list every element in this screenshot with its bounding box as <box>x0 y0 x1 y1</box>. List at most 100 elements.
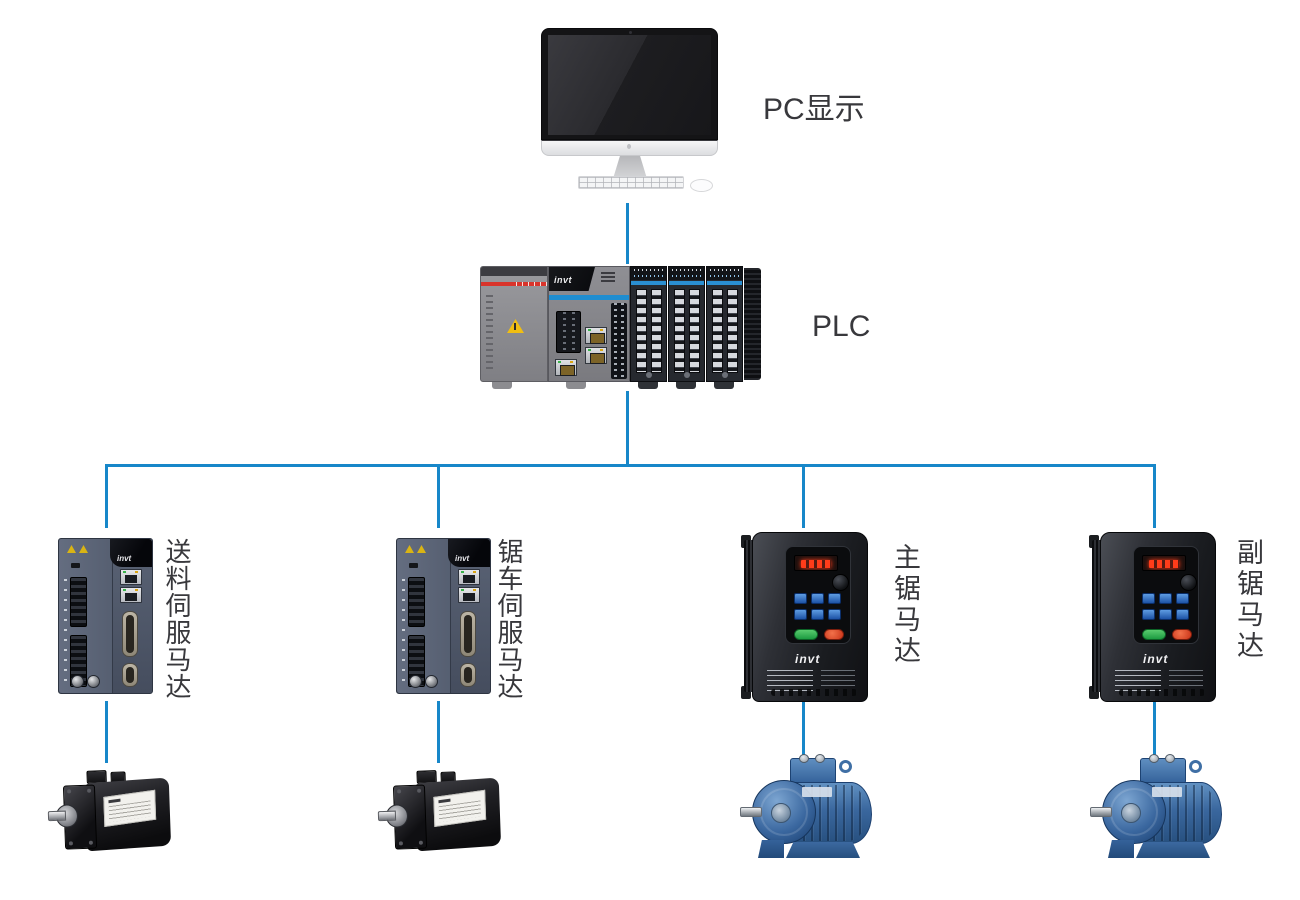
label-plc: PLC <box>812 310 871 343</box>
round-connector-icon <box>87 675 100 688</box>
plc-power-module <box>480 266 548 382</box>
dsub-connector-icon <box>122 663 138 687</box>
ethernet-port-icon <box>585 347 607 364</box>
round-connector-icon <box>409 675 422 688</box>
vent-holes <box>1119 689 1205 696</box>
motor-shaft <box>47 810 67 822</box>
edge-feed-servo-motor <box>105 701 108 763</box>
keypad-button <box>828 593 841 604</box>
seven-segment-display <box>1142 555 1186 571</box>
motor-nameplate <box>802 787 832 797</box>
plc-terminal-column <box>611 303 627 379</box>
edge-aux-saw-motor <box>1153 701 1156 763</box>
warning-label <box>767 670 813 692</box>
ethernet-port-icon <box>120 587 142 603</box>
io-terminal-column <box>712 289 723 373</box>
io-screw <box>684 372 690 378</box>
motor-foot <box>786 842 860 858</box>
motor-foot <box>758 840 784 858</box>
io-led-strip <box>631 267 666 280</box>
plc-brand-panel: invt <box>549 267 595 291</box>
edge-saw-servo-motor <box>437 701 440 763</box>
label-pc: PC显示 <box>763 93 865 126</box>
monitor-logo-dot <box>627 144 631 149</box>
plc-top-markings <box>601 272 615 282</box>
plc-power-top-strip <box>481 267 547 276</box>
vfd-keypad <box>1133 546 1199 644</box>
plc-brand-text: invt <box>554 275 573 285</box>
dsub-connector-icon <box>122 611 138 657</box>
warning-triangle-icon <box>417 545 426 553</box>
cable-gland-icon <box>1165 754 1175 763</box>
monitor-bezel <box>541 28 718 140</box>
pc-illustration <box>541 28 721 194</box>
vfd-body: invt <box>1100 532 1216 702</box>
keypad-button <box>1142 609 1155 620</box>
io-blue-stripe <box>631 281 666 285</box>
warning-exclamation <box>514 323 516 330</box>
servo-brand-panel: invt <box>448 539 490 567</box>
edge-bus-feed-servo <box>105 464 108 528</box>
io-terminal-column <box>727 289 738 373</box>
vfd-body: invt <box>752 532 868 702</box>
io-terminal-column <box>651 289 662 373</box>
ethernet-port-icon <box>120 569 142 585</box>
jog-knob-icon <box>832 574 849 591</box>
edge-plc-bus <box>626 391 629 467</box>
ethernet-port-icon <box>458 587 480 603</box>
servo-brand-text: invt <box>455 554 470 563</box>
status-led <box>409 563 418 568</box>
run-button <box>1142 629 1166 640</box>
io-blue-stripe <box>707 281 742 285</box>
ethernet-port-icon <box>458 569 480 585</box>
spec-label <box>821 670 855 688</box>
keyboard <box>578 176 684 189</box>
warning-label <box>1115 670 1161 692</box>
motor-shaft <box>1090 807 1112 817</box>
io-led-dots <box>710 269 739 278</box>
ethernet-port-icon <box>555 359 577 376</box>
round-connector-icon <box>425 675 438 688</box>
keypad-button <box>811 593 824 604</box>
plc-io-connector-block <box>556 311 581 353</box>
io-led-dots <box>672 269 701 278</box>
warning-triangle-icon <box>405 545 414 553</box>
label-feed-servo: 送料伺服马达 <box>162 538 192 700</box>
plc-illustration: invt <box>480 264 763 392</box>
monitor-screen <box>548 35 711 135</box>
io-led-strip <box>669 267 704 280</box>
motor-shaft <box>377 810 397 822</box>
keypad-button <box>811 609 824 620</box>
plc-vent-slots <box>486 295 493 369</box>
dsub-connector-icon <box>460 663 476 687</box>
plc-io-module-1 <box>630 266 667 382</box>
label-aux-saw: 副锯马达 <box>1233 538 1263 662</box>
induction-motor-illustration <box>740 754 880 866</box>
io-screw <box>722 372 728 378</box>
keypad-button <box>1159 593 1172 604</box>
vfd-brand-text: invt <box>1143 652 1169 666</box>
label-saw-servo: 锯车伺服马达 <box>494 538 524 700</box>
io-blue-stripe <box>669 281 704 285</box>
keypad-button <box>794 593 807 604</box>
induction-motor-illustration <box>1090 754 1230 866</box>
terminal-strip <box>408 577 425 627</box>
plc-cpu-module: invt <box>548 266 630 382</box>
vfd-aux-saw-illustration: invt <box>1089 532 1216 702</box>
plc-foot <box>566 382 586 389</box>
io-terminal-column <box>689 289 700 373</box>
round-connector-icon <box>71 675 84 688</box>
run-button <box>794 629 818 640</box>
io-led-strip <box>707 267 742 280</box>
plc-end-cap <box>744 268 761 380</box>
cable-gland-icon <box>799 754 809 763</box>
terminal-labels <box>64 579 67 685</box>
vfd-main-saw-illustration: invt <box>741 532 868 702</box>
vfd-brand-text: invt <box>795 652 821 666</box>
io-screw <box>646 372 652 378</box>
plc-blue-stripe <box>549 295 629 300</box>
status-led <box>71 563 80 568</box>
terminal-labels <box>402 579 405 685</box>
terminal-strip <box>408 635 425 687</box>
